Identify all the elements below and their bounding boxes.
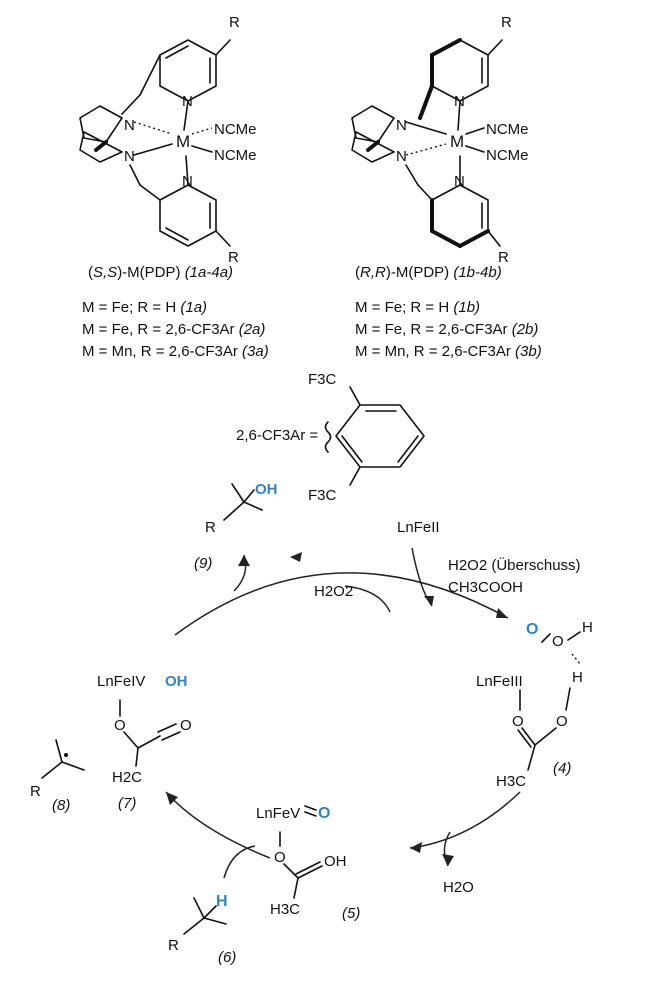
atom-n: N	[124, 148, 135, 165]
ligand-ncme: NCMe	[486, 121, 529, 138]
complex-rr-structure: R R	[351, 14, 512, 266]
ester-oxygen: O	[114, 717, 126, 734]
substituent-r: R	[501, 14, 512, 31]
atom-n: N	[454, 173, 465, 190]
compound-label-6: (6)	[218, 949, 236, 966]
metal-m: M	[450, 132, 464, 151]
peroxo-oxygen: O	[552, 633, 564, 650]
complex-ss-name: (S,S)-M(PDP) (1a-4a)	[88, 264, 233, 281]
ligand-ncme: NCMe	[486, 147, 529, 164]
atom-n: N	[396, 148, 407, 165]
definition-line: M = Fe, R = 2,6-CF3Ar (2b)	[355, 321, 538, 338]
substituent-r: R	[498, 249, 509, 266]
definition-line: M = Mn, R = 2,6-CF3Ar (3a)	[82, 343, 269, 360]
compound-label-9: (9)	[194, 555, 212, 572]
ester-oxygen: O	[274, 849, 286, 866]
methyl-group: H3C	[270, 901, 300, 918]
compound-label-7: (7)	[118, 795, 136, 812]
hydroxyl-group: OH	[165, 673, 188, 690]
aryl-structure	[324, 386, 425, 486]
hydroxyl-oxygen: O	[556, 713, 568, 730]
atom-h: H	[572, 669, 583, 686]
radical-8-structure	[41, 739, 85, 779]
substituent-r: R	[229, 14, 240, 31]
hydroxyl-group: OH	[255, 481, 278, 498]
reagent-excess: H2O2 (Überschuss)	[448, 556, 581, 574]
intermediate-4-structure	[517, 631, 581, 771]
atom-n: N	[124, 117, 135, 134]
peroxo-oxygen: O	[526, 621, 538, 638]
ligand-ncme: NCMe	[214, 121, 257, 138]
definition-line: M = Fe, R = 2,6-CF3Ar (2a)	[82, 321, 265, 338]
atom-n: N	[396, 117, 407, 134]
reagent-acid: CH3COOH	[448, 579, 523, 596]
substituent-r: R	[168, 937, 179, 954]
substituent-r: R	[30, 783, 41, 800]
cf3-group: F3C	[308, 371, 337, 388]
complex-ss-definitions: M = Fe; R = H (1a) M = Fe, R = 2,6-CF3Ar…	[82, 299, 269, 360]
cycle-arrows	[165, 547, 521, 879]
acid-hydroxyl: OH	[324, 853, 347, 870]
compound-label-8: (8)	[52, 797, 70, 814]
aryl-definition-label: 2,6-CF3Ar =	[236, 427, 318, 444]
byproduct-water: H2O	[443, 879, 474, 896]
atom-n: N	[182, 173, 193, 190]
complex-rr-name: (R,R)-M(PDP) (1b-4b)	[355, 264, 502, 281]
methyl-group: H3C	[496, 773, 526, 790]
iron-v: LnFeV	[256, 805, 300, 822]
compound-label-4: (4)	[553, 760, 571, 777]
complex-ss-structure: R R	[79, 14, 240, 266]
definition-line: M = Fe; R = H (1b)	[355, 299, 480, 316]
cf3-group: F3C	[308, 487, 337, 504]
atom-n: N	[182, 93, 193, 110]
compound-label-5: (5)	[342, 905, 360, 922]
product-alcohol-structure	[223, 483, 263, 521]
carbonyl-oxygen: O	[180, 717, 192, 734]
methylene-group: H2C	[112, 769, 142, 786]
ligand-ncme: NCMe	[214, 147, 257, 164]
iron-ii-start: LnFeII	[397, 519, 440, 536]
substituent-r: R	[205, 519, 216, 536]
intermediate-7-structure	[119, 699, 181, 767]
definition-line: M = Mn, R = 2,6-CF3Ar (3b)	[355, 343, 542, 360]
atom-n: N	[454, 93, 465, 110]
abstracted-hydrogen: H	[216, 893, 228, 910]
carbonyl-oxygen: O	[512, 713, 524, 730]
complex-rr-definitions: M = Fe; R = H (1b) M = Fe, R = 2,6-CF3Ar…	[355, 299, 542, 360]
metal-m: M	[176, 132, 190, 151]
reagent-h2o2: H2O2	[314, 583, 353, 600]
substituent-r: R	[228, 249, 239, 266]
intermediate-5-structure	[279, 805, 323, 899]
iron-iv: LnFeIV	[97, 673, 145, 690]
iron-iii: LnFeIII	[476, 673, 523, 690]
substrate-6-structure	[183, 897, 227, 935]
atom-h: H	[582, 619, 593, 636]
oxo-oxygen: O	[318, 805, 330, 822]
definition-line: M = Fe; R = H (1a)	[82, 299, 207, 316]
